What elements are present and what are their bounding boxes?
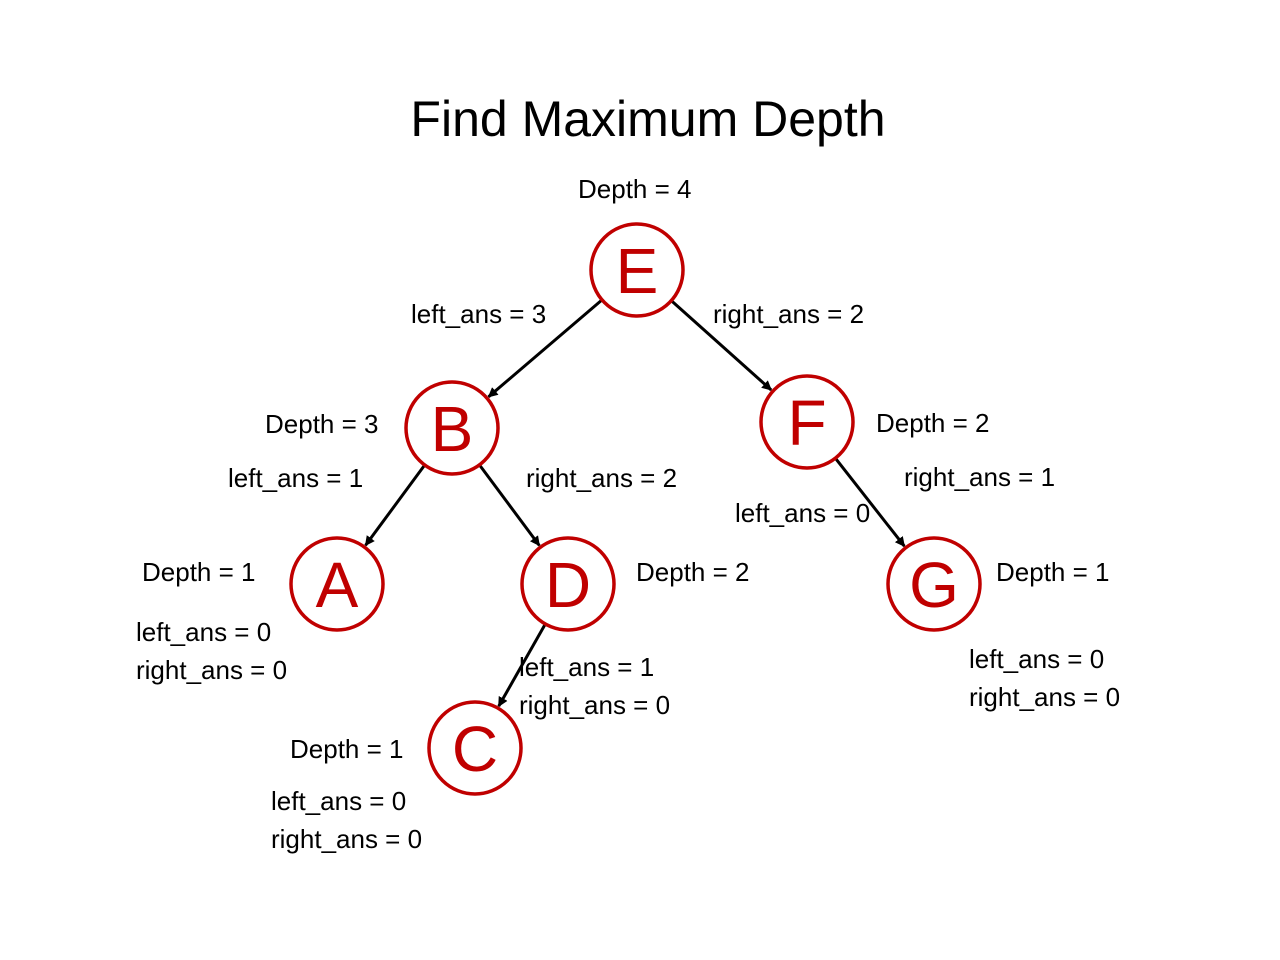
node-e-left-ans-label: left_ans = 3	[411, 299, 546, 329]
node-g-depth-label: Depth = 1	[996, 557, 1109, 587]
node-c-depth-label: Depth = 1	[290, 734, 403, 764]
edge-f-g	[834, 457, 906, 548]
node-d-letter: D	[545, 549, 591, 621]
node-c: C	[427, 700, 523, 796]
edge-e-f	[670, 299, 773, 392]
node-g-left-ans-label: left_ans = 0	[969, 644, 1104, 674]
node-f-circle	[759, 374, 855, 470]
node-f-left-ans-label: left_ans = 0	[735, 498, 870, 528]
node-a: A	[289, 536, 385, 632]
diagram-title: Find Maximum Depth	[410, 91, 885, 147]
node-d-depth-label: Depth = 2	[636, 557, 749, 587]
node-a-depth-label: Depth = 1	[142, 557, 255, 587]
node-b-right-ans-label: right_ans = 2	[526, 463, 677, 493]
edge-d-c	[497, 623, 547, 708]
node-e-right-ans-label: right_ans = 2	[713, 299, 864, 329]
node-g-circle	[886, 536, 982, 632]
node-a-circle	[289, 536, 385, 632]
node-d-circle	[520, 536, 616, 632]
tree-edges	[364, 298, 906, 708]
node-d-right-ans-label: right_ans = 0	[519, 690, 670, 720]
edge-b-d	[478, 464, 541, 547]
node-f: F	[759, 374, 855, 470]
node-c-right-ans-label: right_ans = 0	[271, 824, 422, 854]
node-e-letter: E	[616, 235, 659, 307]
edge-b-a	[364, 464, 426, 547]
node-g-letter: G	[909, 549, 959, 621]
node-f-depth-label: Depth = 2	[876, 408, 989, 438]
node-e-depth-label: Depth = 4	[578, 174, 691, 204]
node-d: D	[520, 536, 616, 632]
node-f-letter: F	[787, 387, 826, 459]
node-b-depth-label: Depth = 3	[265, 409, 378, 439]
node-f-right-ans-label: right_ans = 1	[904, 462, 1055, 492]
node-a-left-ans-label: left_ans = 0	[136, 617, 271, 647]
node-g: G	[886, 536, 982, 632]
node-b-letter: B	[431, 393, 474, 465]
node-d-left-ans-label: left_ans = 1	[519, 652, 654, 682]
node-a-right-ans-label: right_ans = 0	[136, 655, 287, 685]
node-g-right-ans-label: right_ans = 0	[969, 682, 1120, 712]
node-b-circle	[404, 380, 500, 476]
node-b: B	[404, 380, 500, 476]
node-b-left-ans-label: left_ans = 1	[228, 463, 363, 493]
node-c-letter: C	[452, 713, 498, 785]
edge-e-b	[487, 298, 603, 398]
node-c-circle	[427, 700, 523, 796]
node-e: E	[589, 222, 685, 318]
node-a-letter: A	[316, 549, 359, 621]
node-c-left-ans-label: left_ans = 0	[271, 786, 406, 816]
node-e-circle	[589, 222, 685, 318]
